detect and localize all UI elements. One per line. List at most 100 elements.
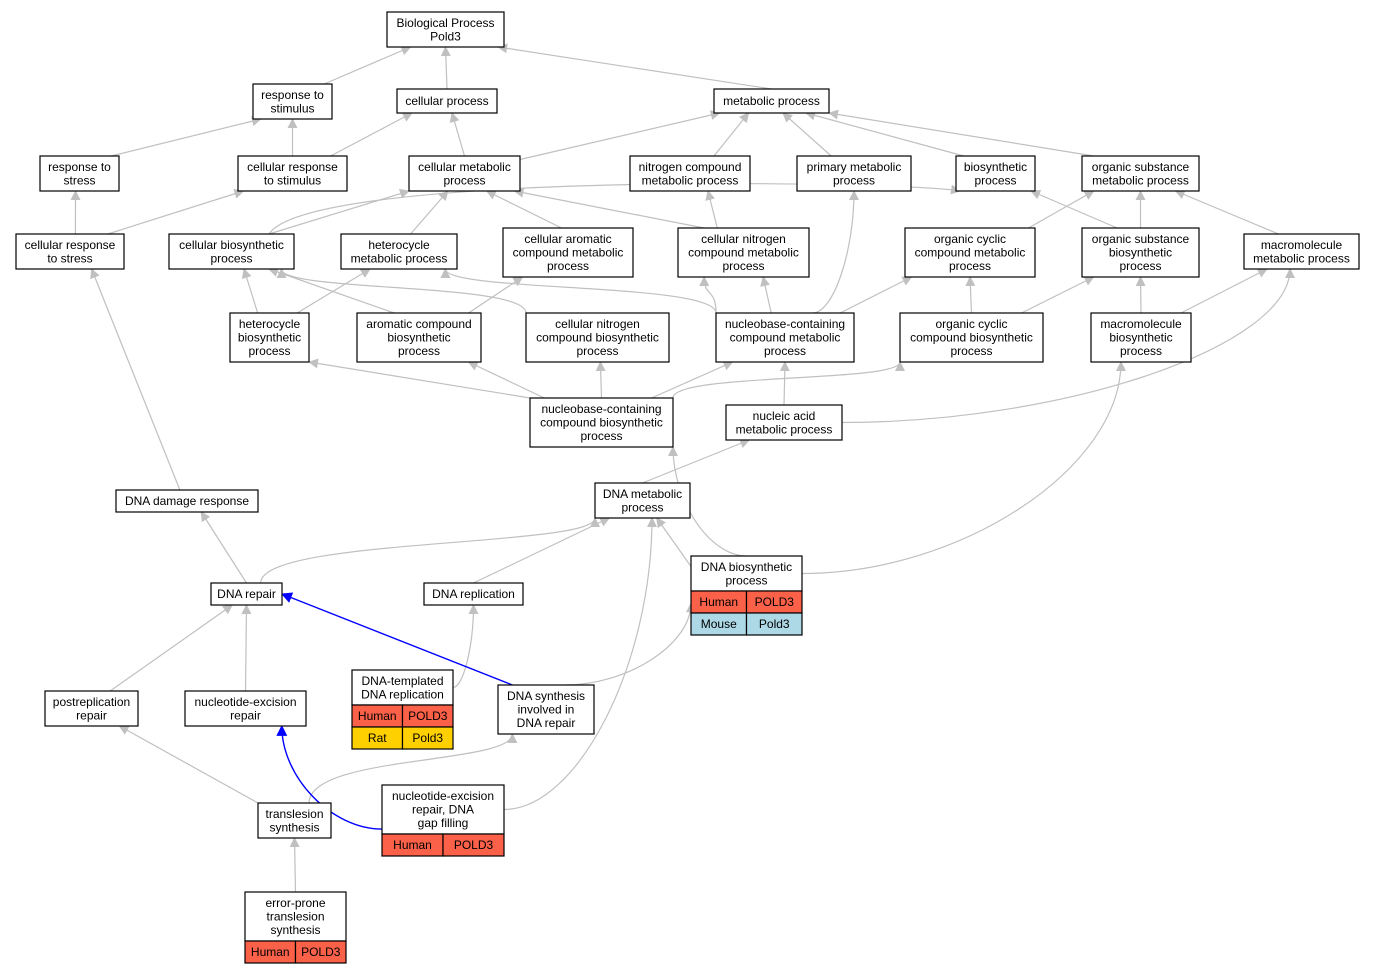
node-box: [252, 83, 333, 120]
edge-nucleobase-containing-compound-biosynthetic-process-to-nucleobase-containing-compound-metabolic-process: [651, 361, 734, 399]
node-label-line: organic substance: [1092, 232, 1190, 246]
node-dna-damage-response[interactable]: DNA damage response: [115, 489, 259, 513]
node-box: [713, 88, 830, 114]
node-label-line: process: [1120, 344, 1162, 358]
node-box: [340, 233, 458, 270]
node-label-line: process: [621, 500, 663, 514]
node-cellular-process[interactable]: cellular process: [396, 88, 498, 114]
node-label-line: process: [764, 344, 806, 358]
node-label-line: DNA damage response: [125, 494, 249, 508]
node-metabolic-process[interactable]: metabolic process: [713, 88, 830, 114]
edge-ner-dna-gap-filling-to-dna-metabolic-process: [503, 517, 657, 811]
node-label-line: translesion: [265, 807, 323, 821]
edge-organic-cyclic-compound-biosynthetic-process-to-organic-cyclic-compound-metabolic-process: [965, 276, 976, 314]
node-label-line: cellular aromatic: [524, 232, 611, 246]
node-label-line: repair, DNA: [412, 803, 474, 817]
edge-cellular-response-to-stress-to-cellular-response-to-stimulus: [107, 188, 245, 235]
edge-biosynthetic-process-to-metabolic-process: [805, 110, 965, 157]
node-label-line: heterocycle: [368, 238, 430, 252]
node-label-line: postreplication: [53, 695, 130, 709]
edge-ner-dna-gap-filling-to-nucleotide-excision-repair: [276, 724, 383, 830]
node-label-line: compound biosynthetic: [910, 331, 1033, 345]
edge-organic-cyclic-compound-metabolic-process-to-organic-substance-metabolic-process: [1028, 190, 1095, 229]
edge-dna-biosynthetic-process-to-macromolecule-biosynthetic-process: [801, 361, 1126, 575]
edge-dna-biosynthetic-process-to-nucleobase-containing-compound-biosynthetic-process: [668, 446, 747, 557]
node-label-line: biosynthetic: [964, 160, 1027, 174]
edge-response-to-stress-to-response-to-stimulus: [110, 116, 262, 157]
node-label-line: metabolic process: [642, 173, 739, 187]
edge-cellular-metabolic-process-to-metabolic-process: [519, 110, 721, 161]
node-label-line: cellular process: [405, 94, 488, 108]
annotation-species-label: Rat: [368, 731, 387, 745]
node-dna-replication[interactable]: DNA replication: [423, 582, 524, 606]
edge-dna-damage-response-to-cellular-response-to-stress: [90, 268, 181, 491]
node-box: [244, 891, 347, 942]
edge-organic-substance-metabolic-process-to-metabolic-process: [828, 109, 1094, 157]
node-label-line: metabolic process: [736, 422, 833, 436]
node-label-line: DNA biosynthetic: [701, 560, 792, 574]
node-label-line: process: [722, 259, 764, 273]
edge-error-prone-translesion-synthesis-to-translesion-synthesis: [289, 837, 300, 893]
node-box: [497, 684, 595, 735]
node-label-line: process: [547, 259, 589, 273]
annotation-gene-cell: [294, 940, 347, 964]
edge-dna-replication-to-dna-metabolic-process: [473, 517, 611, 584]
annotation-gene-cell: [401, 726, 454, 750]
edge-heterocycle-biosynthetic-process-to-heterocycle-metabolic-process: [296, 268, 371, 314]
node-box: [525, 312, 670, 363]
edge-cellular-biosynthetic-process-to-cellular-metabolic-process: [268, 188, 410, 235]
node-label-line: nucleobase-containing: [725, 317, 845, 331]
node-label-line: response to: [261, 88, 324, 102]
edge-cellular-response-to-stimulus-to-cellular-process: [330, 112, 413, 157]
node-box: [356, 312, 482, 363]
edge-nitrogen-compound-metabolic-process-to-metabolic-process: [713, 112, 750, 157]
node-label-line: DNA replication: [432, 587, 515, 601]
node-box: [529, 397, 674, 448]
node-label-line: primary metabolic: [807, 160, 902, 174]
edge-nucleobase-containing-compound-metabolic-process-to-cellular-nitrogen-compound-metabolic-process: [760, 276, 772, 314]
node-label-line: process: [580, 429, 622, 443]
node-label-line: compound metabolic: [915, 246, 1026, 260]
node-box: [796, 155, 912, 192]
annotation-species-label: Human: [358, 709, 397, 723]
node-dna-repair[interactable]: DNA repair: [210, 582, 283, 606]
node-box: [715, 312, 855, 363]
node-label-line: metabolic process: [1092, 173, 1189, 187]
annotation-gene-cell: [745, 612, 803, 636]
